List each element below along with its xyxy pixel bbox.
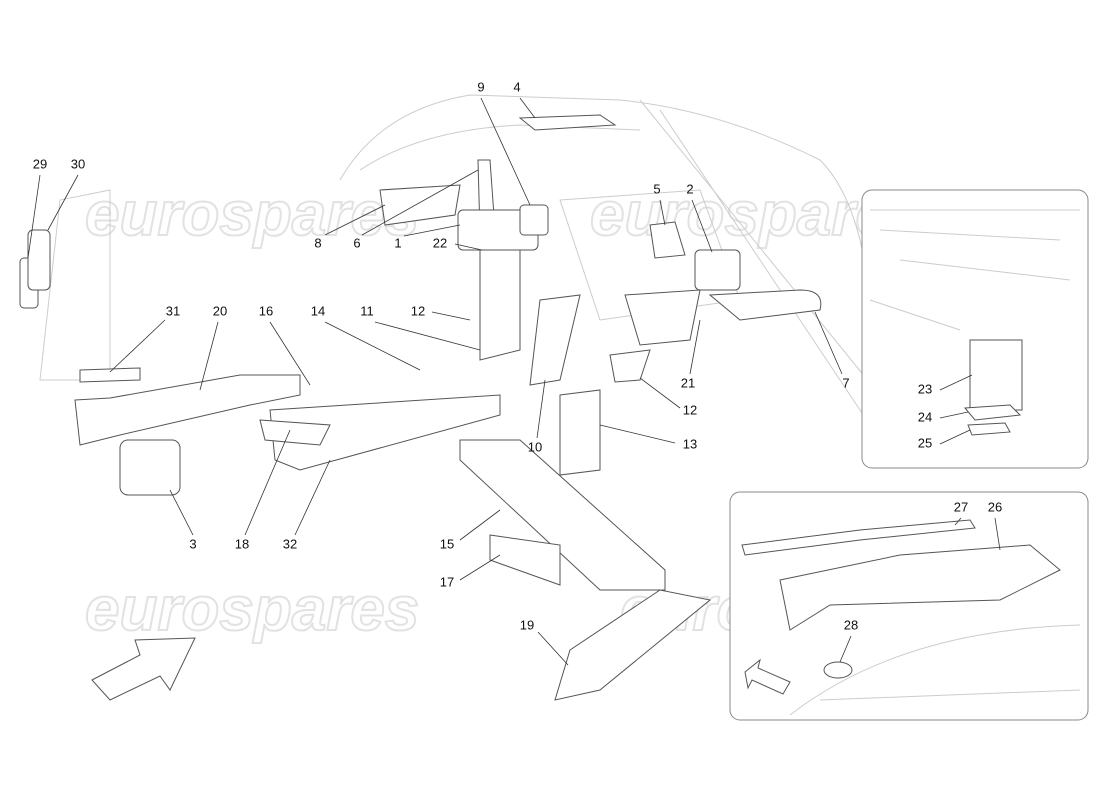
part-21 xyxy=(624,289,701,346)
callout-4: 4 xyxy=(513,79,520,94)
callout-3: 3 xyxy=(189,536,196,551)
part-17 xyxy=(489,534,561,586)
part-25 xyxy=(967,422,1011,436)
part-9 xyxy=(519,204,549,236)
callout-21: 21 xyxy=(681,375,695,390)
callout-10: 10 xyxy=(528,439,542,454)
part-14 xyxy=(269,394,501,471)
callout-28: 28 xyxy=(844,617,858,632)
callout-8: 8 xyxy=(314,235,321,250)
callout-16: 16 xyxy=(259,303,273,318)
leader-lines xyxy=(27,97,1001,666)
inset-filter xyxy=(861,189,1089,469)
callout-31: 31 xyxy=(166,303,180,318)
callout-27: 27 xyxy=(954,499,968,514)
callout-1: 1 xyxy=(394,235,401,250)
part-15 xyxy=(459,439,666,591)
part-4 xyxy=(518,114,617,131)
part-3 xyxy=(119,439,181,496)
part-31 xyxy=(79,367,141,383)
part-24 xyxy=(963,404,1022,421)
part-23 xyxy=(969,339,1023,411)
part-13 xyxy=(559,389,601,476)
direction-arrow-icon xyxy=(91,637,196,701)
callouts: 29 30 9 4 5 2 8 6 1 22 31 20 16 14 11 12… xyxy=(33,79,1002,632)
inset-dash-duct xyxy=(729,491,1089,721)
callout-24: 24 xyxy=(918,409,932,424)
part-26 xyxy=(779,544,1061,631)
callout-20: 20 xyxy=(213,303,227,318)
callout-32: 32 xyxy=(283,536,297,551)
part-27 xyxy=(741,519,976,556)
callout-17: 17 xyxy=(440,574,454,589)
parts xyxy=(19,114,822,701)
part-5 xyxy=(649,221,686,259)
callout-12: 12 xyxy=(683,402,697,417)
part-20 xyxy=(74,374,301,446)
part-2 xyxy=(694,249,741,291)
callout-7: 7 xyxy=(842,375,849,390)
part-18 xyxy=(259,419,331,446)
callout-2: 2 xyxy=(686,181,693,196)
callout-9: 9 xyxy=(477,79,484,94)
callout-18: 18 xyxy=(235,536,249,551)
callout-14: 14 xyxy=(311,303,325,318)
watermark: eurospares xyxy=(85,180,419,249)
part-7 xyxy=(708,289,822,321)
part-19 xyxy=(554,589,712,701)
small-direction-arrow-icon xyxy=(744,658,791,695)
callout-22: 22 xyxy=(433,235,447,250)
part-12 xyxy=(609,349,651,383)
callout-15: 15 xyxy=(440,536,454,551)
part-28 xyxy=(823,661,853,679)
watermark: eurospares xyxy=(85,575,419,644)
callout-6: 6 xyxy=(353,235,360,250)
callout-30: 30 xyxy=(71,156,85,171)
callout-19: 19 xyxy=(520,617,534,632)
callout-23: 23 xyxy=(918,381,932,396)
part-22 xyxy=(479,249,521,361)
callout-26: 26 xyxy=(988,499,1002,514)
callout-13: 13 xyxy=(683,436,697,451)
part-30 xyxy=(27,229,51,291)
part-8 xyxy=(379,184,461,226)
part-11 xyxy=(529,294,581,386)
callout-29: 29 xyxy=(33,156,47,171)
callout-11: 11 xyxy=(360,303,374,318)
callout-5: 5 xyxy=(653,181,660,196)
callout-12: 12 xyxy=(411,303,425,318)
callout-25: 25 xyxy=(918,435,932,450)
